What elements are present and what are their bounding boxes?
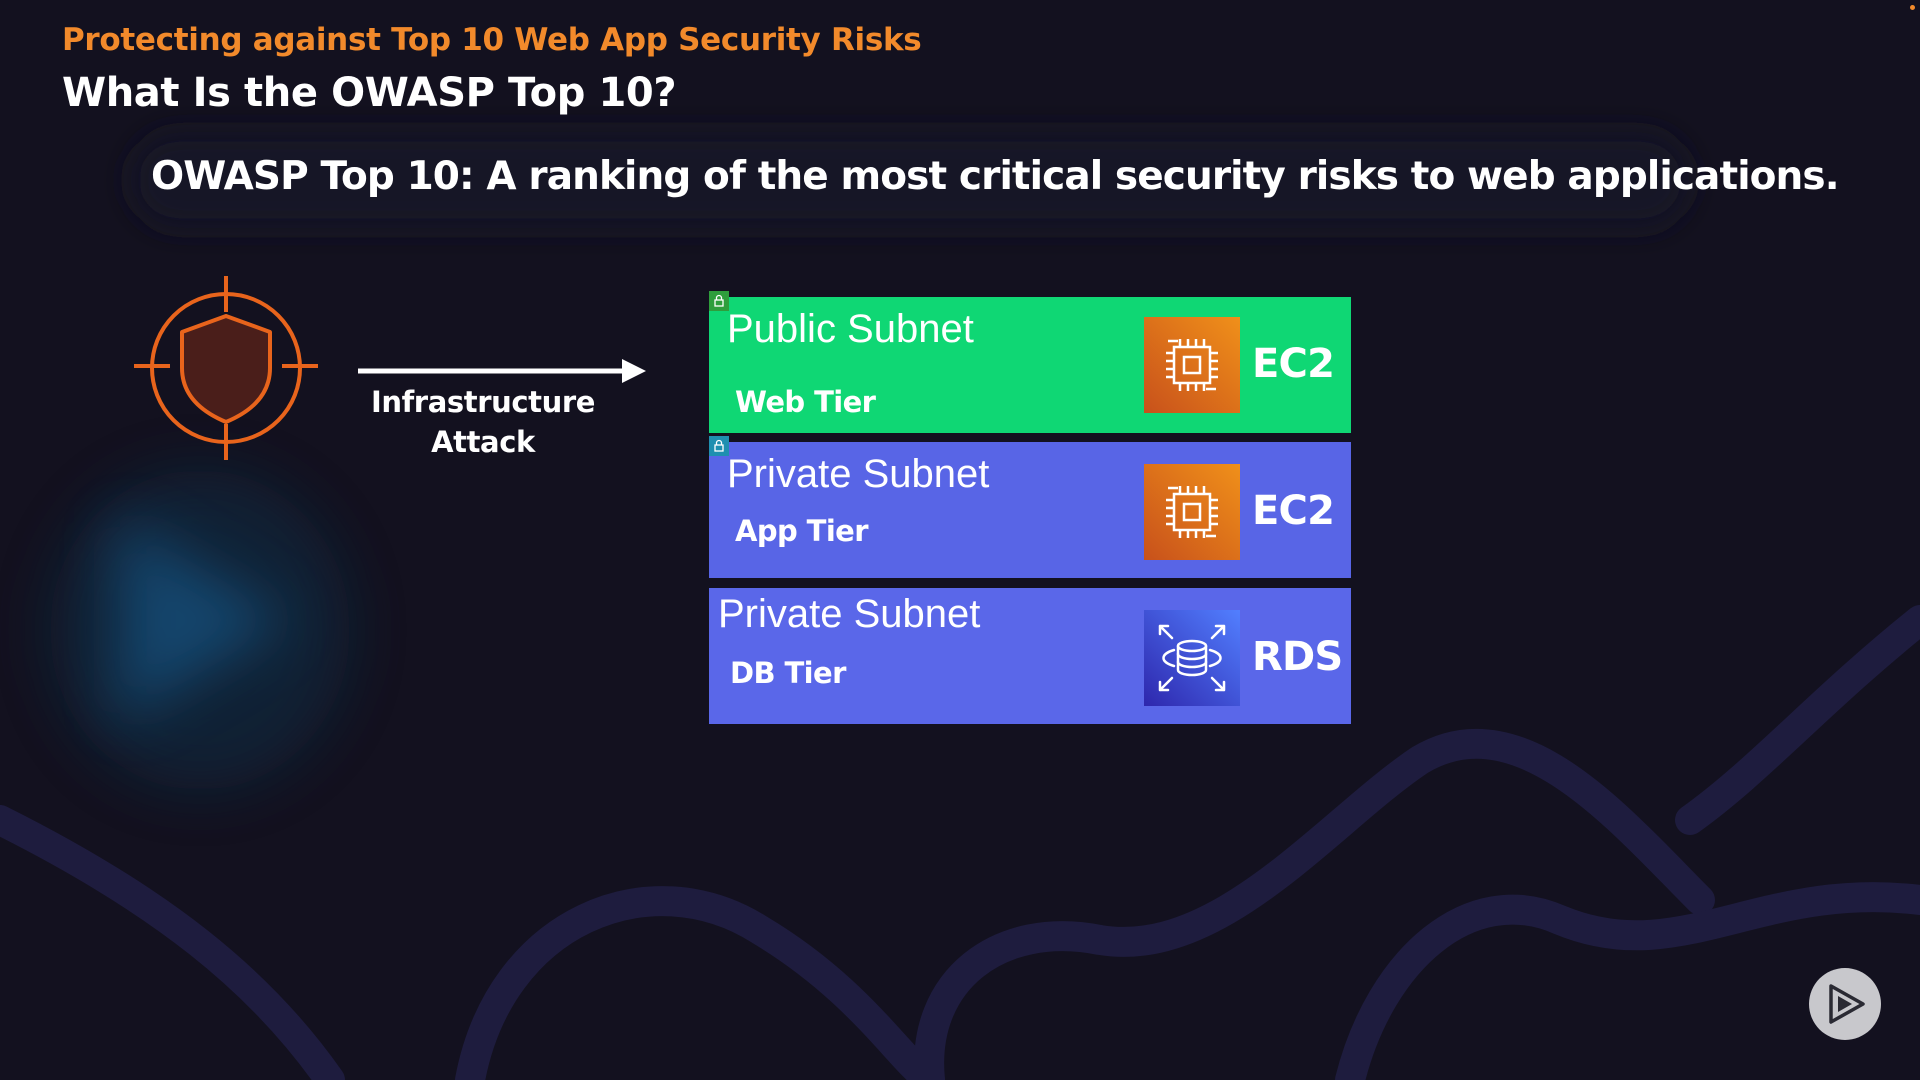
page-title: What Is the OWASP Top 10? bbox=[62, 70, 677, 116]
tier-label: App Tier bbox=[735, 514, 869, 548]
course-title: Protecting against Top 10 Web App Securi… bbox=[62, 22, 922, 58]
attack-arrow-icon bbox=[358, 359, 646, 383]
play-logo-button[interactable] bbox=[1809, 968, 1881, 1040]
ec2-chip-icon bbox=[1144, 464, 1240, 560]
private-subnet-db-tier: Private Subnet DB Tier RDS bbox=[709, 588, 1351, 724]
owasp-definition: OWASP Top 10: A ranking of the most crit… bbox=[151, 154, 1840, 199]
attack-label-line1: Infrastructure bbox=[370, 385, 596, 419]
service-name: RDS bbox=[1252, 634, 1343, 680]
service-name: EC2 bbox=[1252, 341, 1335, 387]
public-subnet-web-tier: Public Subnet Web Tier EC2 bbox=[709, 291, 1351, 433]
subnet-title: Private Subnet bbox=[727, 452, 990, 496]
play-logo-icon bbox=[1829, 984, 1865, 1024]
infrastructure-attack-label: Infrastructure Attack bbox=[362, 382, 604, 462]
subnet-title: Public Subnet bbox=[727, 307, 974, 351]
rds-database-icon bbox=[1144, 610, 1240, 706]
tier-label: Web Tier bbox=[735, 385, 876, 419]
subnet-title: Private Subnet bbox=[718, 592, 981, 636]
tier-label: DB Tier bbox=[730, 656, 846, 690]
recording-indicator bbox=[1910, 5, 1915, 10]
private-subnet-app-tier: Private Subnet App Tier EC2 bbox=[709, 436, 1351, 578]
attack-label-line2: Attack bbox=[431, 425, 535, 459]
ec2-chip-icon bbox=[1144, 317, 1240, 413]
service-name: EC2 bbox=[1252, 488, 1335, 534]
lock-icon bbox=[709, 436, 729, 456]
shield-target-icon bbox=[134, 276, 318, 460]
lock-icon bbox=[709, 291, 729, 311]
